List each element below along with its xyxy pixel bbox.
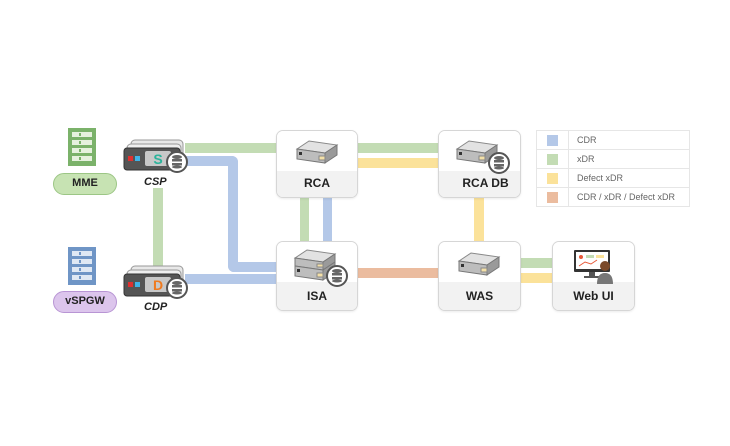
link-csp-isa-cdr-h2	[228, 262, 280, 272]
csp-badge: S	[153, 151, 162, 167]
link-cdp-isa-cdr	[185, 274, 280, 284]
vspgw-label: vSPGW	[53, 291, 117, 313]
server-icon	[295, 140, 339, 164]
legend-item-cdr: CDR	[537, 131, 689, 150]
mme-server-icon	[68, 128, 96, 166]
mme-label: MME	[53, 173, 117, 195]
link-rca-isa-cdr	[323, 196, 332, 242]
legend: CDR xDR Defect xDR CDR / xDR / Defect xD…	[536, 130, 690, 207]
monitor-user-icon	[574, 250, 613, 284]
node-rca-db[interactable]: RCA DB	[438, 130, 521, 198]
legend-item-xdr: xDR	[537, 150, 689, 169]
database-server-icon	[455, 140, 510, 174]
link-was-webui-xdr	[519, 258, 554, 268]
link-csp-rca-xdr	[185, 143, 280, 153]
legend-label: CDR / xDR / Defect xDR	[577, 192, 676, 202]
cdp-label: CDP	[144, 301, 168, 313]
node-rca-label: RCA	[304, 176, 330, 190]
stacked-database-server-icon	[293, 249, 348, 287]
legend-swatch-cdr	[547, 134, 558, 146]
server-icon	[457, 252, 501, 276]
legend-swatch-defect-xdr	[547, 172, 558, 184]
legend-label: CDR	[577, 135, 597, 145]
link-rca-isa-xdr	[300, 196, 309, 242]
vspgw-server-icon	[68, 247, 96, 285]
csp-probe-icon: S	[123, 139, 188, 173]
csp-label: CSP	[144, 176, 167, 188]
node-web-ui-label: Web UI	[573, 289, 614, 303]
legend-item-combined: CDR / xDR / Defect xDR	[537, 188, 689, 206]
node-rca[interactable]: RCA	[276, 130, 358, 198]
cdp-probe-icon: D	[123, 265, 188, 299]
link-csp-isa-cdr-h1	[185, 156, 238, 166]
legend-swatch-combined	[547, 191, 558, 203]
node-isa[interactable]: ISA	[276, 241, 358, 311]
link-isa-was-combined	[356, 268, 440, 278]
link-was-webui-defect	[519, 273, 554, 283]
link-rca-rcadb-xdr	[356, 143, 440, 153]
link-csp-cdp-xdr	[153, 188, 163, 270]
legend-label: Defect xDR	[577, 173, 624, 183]
node-rca-db-label: RCA DB	[462, 176, 509, 190]
node-was[interactable]: WAS	[438, 241, 521, 311]
node-isa-label: ISA	[306, 289, 327, 303]
legend-label: xDR	[577, 154, 595, 164]
node-was-label: WAS	[465, 289, 494, 303]
node-web-ui[interactable]: Web UI	[552, 241, 635, 311]
link-csp-isa-cdr-v	[228, 156, 238, 272]
legend-item-defect-xdr: Defect xDR	[537, 169, 689, 188]
link-rca-rcadb-defect	[356, 158, 440, 168]
cdp-badge: D	[153, 277, 163, 293]
legend-swatch-xdr	[547, 153, 558, 165]
link-rcadb-was-defect	[474, 196, 484, 242]
